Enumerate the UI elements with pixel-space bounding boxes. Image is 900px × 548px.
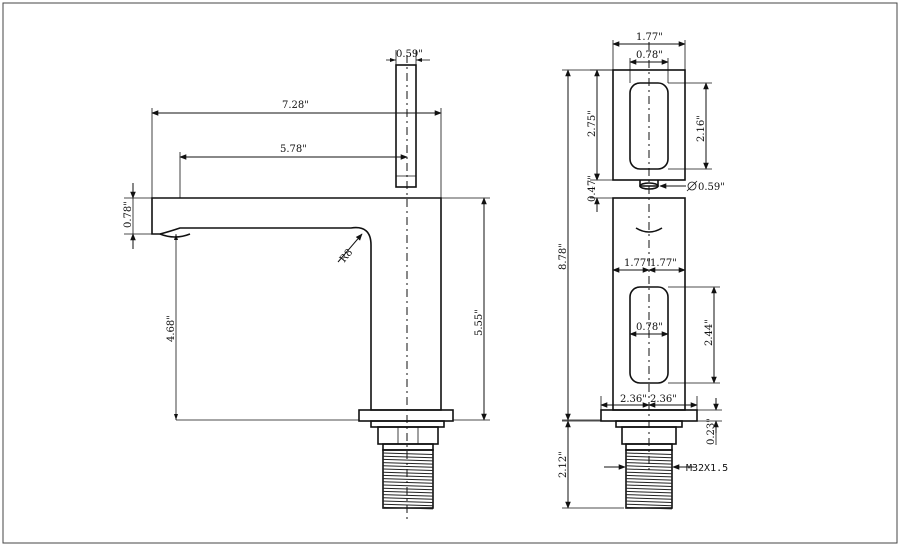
dim-spout-clearance: 4.68" <box>166 315 177 342</box>
dim-spout-height: 0.78" <box>123 201 134 228</box>
aerator <box>159 233 191 238</box>
handle-lever <box>395 64 417 188</box>
mounting-nut <box>377 426 439 445</box>
dim-base-half-right: 2.36" <box>650 394 677 405</box>
dim-overall-height: 8.78" <box>558 243 569 270</box>
dim-shaft-diameter: 0.59" <box>698 182 725 193</box>
dim-half-width-right: 1.77" <box>650 258 677 269</box>
base-plate <box>358 409 454 422</box>
thread-spec: M32X1.5 <box>686 463 728 474</box>
threaded-shank <box>382 449 434 510</box>
dim-handle-height: 2.75" <box>587 110 598 137</box>
front-view: 1.77" 0.78" 2.75" 2.16" 0.47" 0.59" 8.78… <box>558 32 728 510</box>
dim-spout-to-center: 5.78" <box>280 144 307 155</box>
dim-base-thickness: 0.23" <box>706 418 717 445</box>
side-view: 0.59" 7.28" 5.78" 0.78" R8 4.68" 5.55" <box>123 49 490 520</box>
dim-slot-width-body: 0.78" <box>636 322 663 333</box>
threaded-shank-front <box>625 449 673 510</box>
dim-handle-width: 0.59" <box>396 49 423 60</box>
faucet-body <box>151 197 442 411</box>
dim-body-height: 5.55" <box>474 309 485 336</box>
dim-slot-width-top: 0.78" <box>636 50 663 61</box>
dim-top-width: 1.77" <box>636 32 663 43</box>
dim-slot-height-top: 2.16" <box>696 115 707 142</box>
dim-half-width-left: 1.77" <box>624 258 651 269</box>
dim-base-half-left: 2.36" <box>620 394 647 405</box>
dim-thread-length: 2.12" <box>558 451 569 478</box>
dim-slot-height-body: 2.44" <box>704 319 715 346</box>
dim-spout-length: 7.28" <box>282 100 309 111</box>
dim-gap: 0.47" <box>587 175 598 202</box>
dim-radius: R8 <box>338 247 355 265</box>
